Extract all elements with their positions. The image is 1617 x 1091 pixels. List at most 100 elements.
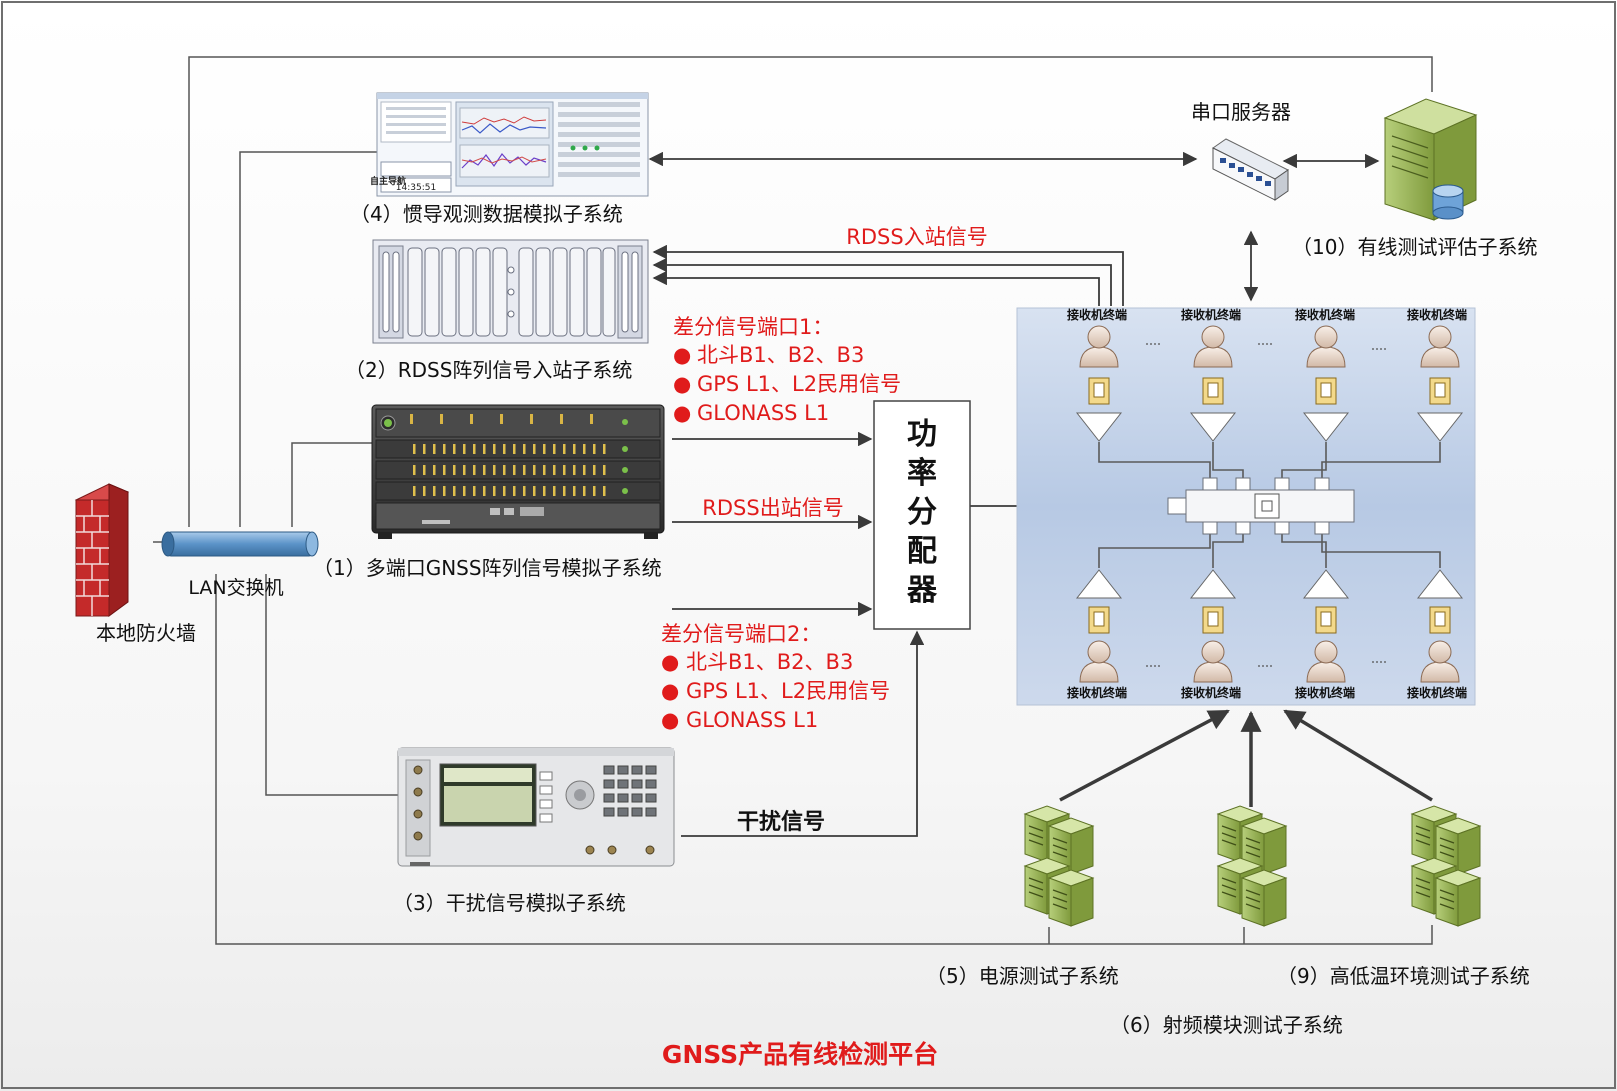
diff2-item-3: GLONASS L1 [686,708,818,732]
diff-port1-block: 差分信号端口1： ● 北斗B1、B2、B3 ● GPS L1、L2民用信号 ● … [673,315,901,425]
diff1-item-3: GLONASS L1 [697,401,829,425]
power-splitter-box [873,400,971,630]
receiver-units: 接收机终端接收机终端接收机终端接收机终端接收机终端接收机终端接收机终端接收机终端 [1067,307,1467,700]
sys1-label: （1）多端口GNSS阵列信号模拟子系统 [313,556,662,580]
antenna-icon [1416,569,1464,599]
receiver-unit-top: 接收机终端 [1181,307,1241,442]
splitter-char-3: 分 [907,495,937,530]
receiver-device-icon [1315,606,1337,634]
receiver-wiring [1098,442,1441,568]
sys2-label: （2）RDSS阵列信号入站子系统 [345,358,632,382]
power-splitter-label: 功 率 分 配 器 [906,417,938,608]
receiver-terminal-label: 接收机终端 [1067,685,1127,700]
signal-combiner-bar [1167,477,1355,535]
firewall-label: 本地防火墙 [96,621,196,645]
antenna-icon [1302,412,1350,442]
person-icon [1306,640,1346,683]
diff1-title: 差分信号端口1： [673,315,833,339]
antenna-icon [1075,569,1123,599]
person-icon [1079,325,1119,368]
sys5-label: （5）电源测试子系统 [926,964,1119,988]
inertial-sim-screen-icon [376,92,649,197]
receiver-unit-top: 接收机终端 [1067,307,1127,442]
receiver-terminal-label: 接收机终端 [1181,307,1241,322]
receiver-unit-bottom: 接收机终端 [1295,569,1355,700]
diff2-item-2: GPS L1、L2民用信号 [686,679,890,703]
receiver-terminal-label: 接收机终端 [1407,685,1467,700]
rdss-inbound-label: RDSS入站信号 [846,225,987,249]
antenna-icon [1302,569,1350,599]
inertial-time: 14:35:51 [396,183,436,193]
gnss-simulator-rack-icon [371,404,665,539]
antenna-icon [1075,412,1123,442]
network-lines [153,56,1433,945]
splitter-char-5: 器 [906,573,938,608]
person-icon [1420,640,1460,683]
sys10-label: （10）有线测试评估子系统 [1292,235,1537,259]
rdss-outbound-label: RDSS出站信号 [702,496,843,520]
receiver-terminal-label: 接收机终端 [1181,685,1241,700]
diff2-bullet-1: ● [661,650,679,674]
receiver-terminal-label: 接收机终端 [1295,685,1355,700]
firewall-icon [74,483,130,617]
server-stack-icon [1410,805,1482,927]
server-stack-icon [1023,805,1095,927]
receiver-terminal-label: 接收机终端 [1407,307,1467,322]
inertial-nav-label: 自主导航 [370,175,406,187]
antenna-icon [1416,412,1464,442]
splitter-char-4: 配 [907,534,937,569]
receiver-device-icon [1202,606,1224,634]
diff-port2-block: 差分信号端口2： ● 北斗B1、B2、B3 ● GPS L1、L2民用信号 ● … [661,622,890,732]
interference-label: 干扰信号 [737,809,825,835]
sys9-label: （9）高低温环境测试子系统 [1277,964,1530,988]
serial-server-icon [1212,138,1289,201]
platform-title: GNSS产品有线检测平台 [662,1040,938,1069]
sys3-label: （3）干扰信号模拟子系统 [393,891,626,915]
power-arrows [1059,709,1433,807]
diff1-bullet-1: ● [673,343,691,367]
lan-switch-label: LAN交换机 [188,577,283,599]
lan-switch-icon [161,531,319,557]
receiver-unit-bottom: 接收机终端 [1181,569,1241,700]
diff2-title: 差分信号端口2： [661,622,821,646]
receiver-device-icon [1088,377,1110,405]
receiver-device-icon [1429,606,1451,634]
receiver-device-icon [1088,606,1110,634]
splitter-char-1: 功 [907,417,937,452]
antenna-icon [1189,569,1237,599]
bottom-servers [1023,805,1482,927]
receiver-unit-top: 接收机终端 [1407,307,1467,442]
diff2-bullet-3: ● [661,708,679,732]
receiver-device-icon [1315,377,1337,405]
receiver-device-icon [1429,377,1451,405]
receiver-device-icon [1202,377,1224,405]
rdss-rack-icon [372,239,649,344]
person-icon [1079,640,1119,683]
diff1-bullet-2: ● [673,372,691,396]
receiver-unit-bottom: 接收机终端 [1067,569,1127,700]
diff2-bullet-2: ● [661,679,679,703]
receiver-terminal-label: 接收机终端 [1295,307,1355,322]
signal-generator-icon [397,747,675,867]
person-icon [1193,325,1233,368]
sys4-label: （4）惯导观测数据模拟子系统 [350,202,623,226]
receiver-terminal-label: 接收机终端 [1067,307,1127,322]
person-icon [1193,640,1233,683]
evaluation-server-icon [1383,98,1478,221]
splitter-char-2: 率 [907,456,937,491]
diff2-item-1: 北斗B1、B2、B3 [686,650,853,674]
diff1-item-2: GPS L1、L2民用信号 [697,372,901,396]
person-icon [1420,325,1460,368]
person-icon [1306,325,1346,368]
serial-server-label: 串口服务器 [1191,100,1291,124]
server-stack-icon [1216,805,1288,927]
receiver-unit-top: 接收机终端 [1295,307,1355,442]
diff1-item-1: 北斗B1、B2、B3 [697,343,864,367]
sys6-label: （6）射频模块测试子系统 [1110,1013,1343,1037]
antenna-icon [1189,412,1237,442]
receiver-unit-bottom: 接收机终端 [1407,569,1467,700]
diff1-bullet-3: ● [673,401,691,425]
